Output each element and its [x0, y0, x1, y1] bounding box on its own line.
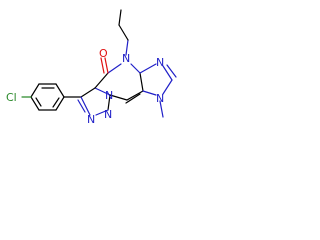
bond — [95, 109, 109, 116]
nitrogen-imidazole-bottom-label: N — [156, 92, 164, 105]
chlorine-label: Cl — [6, 91, 17, 104]
nitrogen-triazole-a-label: N — [87, 113, 95, 126]
nitrogen-imidazole-top-label: N — [156, 56, 164, 69]
propyl-chain — [118, 9, 129, 56]
bond — [162, 65, 173, 81]
bond — [139, 63, 157, 74]
carbonyl-bond-double — [100, 57, 105, 74]
bond — [107, 94, 111, 111]
bond — [118, 24, 129, 41]
bond — [118, 9, 122, 26]
nitrogen-propyl-label: N — [122, 52, 130, 65]
bond — [142, 90, 157, 96]
bond — [130, 63, 141, 74]
double-bond-inner — [35, 97, 42, 107]
bond — [30, 83, 40, 98]
triazole-ring — [77, 87, 111, 116]
pyrimidinone-ring — [94, 63, 144, 104]
nitrogen-triazole-b-label: N — [104, 108, 112, 121]
bond — [109, 94, 128, 101]
bond — [55, 96, 65, 111]
methyl-bond — [159, 100, 164, 118]
double-bond-inner — [166, 64, 177, 78]
chlorophenyl-ring — [21, 83, 65, 111]
double-bond-inner — [52, 97, 60, 108]
bond — [94, 87, 111, 96]
bond — [126, 90, 144, 101]
imidazole-ring — [139, 63, 177, 96]
bond — [55, 83, 65, 98]
bond — [80, 87, 96, 98]
nitrogen-bridge-label: N — [105, 89, 113, 102]
double-bond-inner — [77, 99, 86, 113]
bond — [125, 39, 129, 56]
bond — [139, 72, 144, 92]
bond — [94, 72, 109, 89]
oxygen-label: O — [99, 47, 108, 60]
molecule-canvas: O N N N N N N Cl — [0, 0, 243, 147]
bond — [30, 96, 40, 111]
structure-diagram: O N N N N N N Cl — [6, 9, 177, 126]
carbonyl-bond — [104, 57, 109, 74]
double-bond-inner — [125, 93, 141, 104]
bond — [107, 63, 122, 74]
bond — [162, 79, 173, 95]
bond — [80, 96, 91, 116]
